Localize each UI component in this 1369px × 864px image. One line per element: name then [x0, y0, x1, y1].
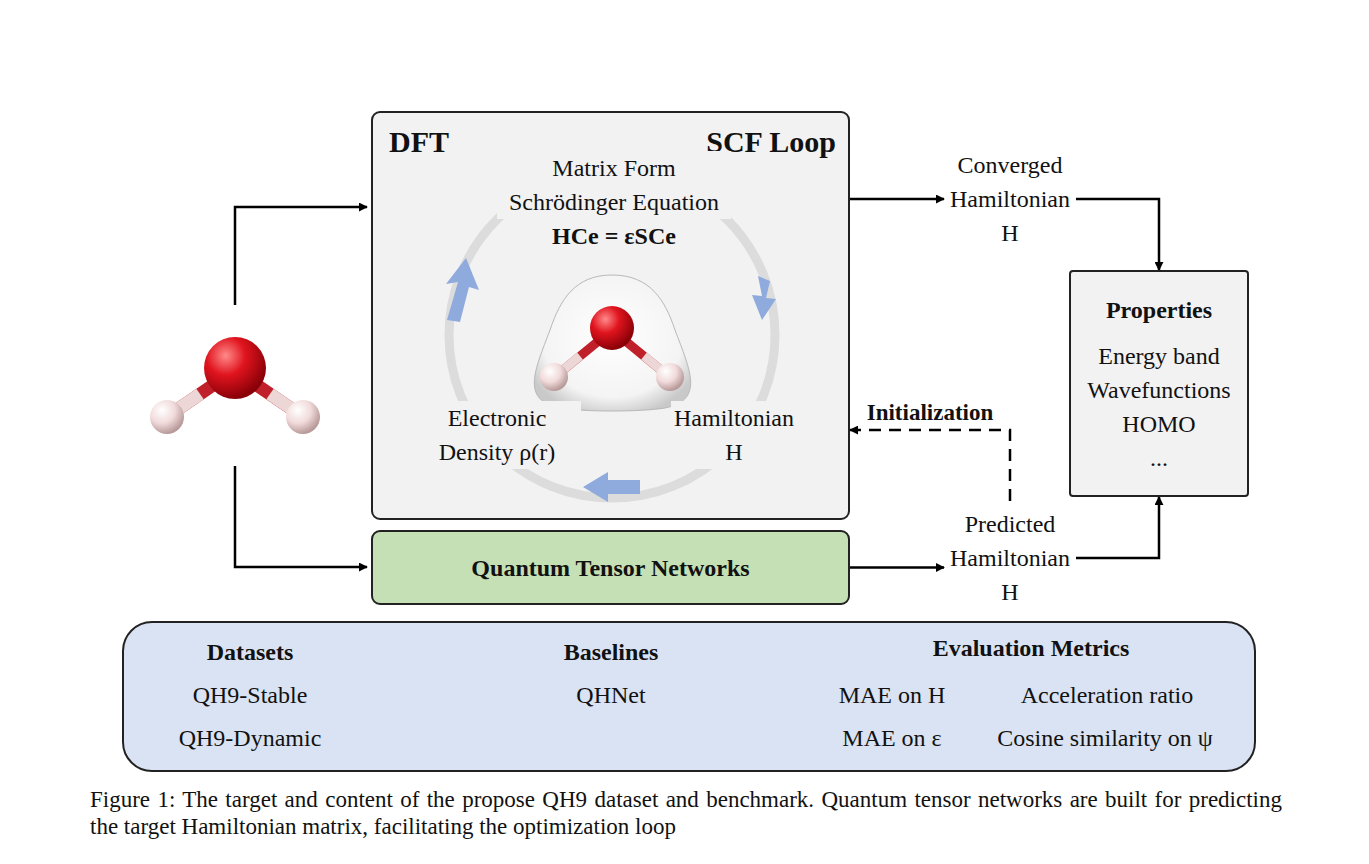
benchmark-band: DatasetsQH9-StableQH9-Dynamic BaselinesQH… — [122, 621, 1256, 772]
property-item: Wavefunctions — [1087, 373, 1230, 407]
model-name: Quantum Tensor Networks — [471, 551, 749, 585]
equation-title: Matrix Form Schrödinger Equation — [497, 151, 731, 219]
input-arrow — [235, 207, 367, 305]
flow-arrow — [1076, 497, 1159, 558]
node-text: Converged Hamiltonian H — [950, 148, 1070, 250]
hydrogen-atom — [540, 363, 568, 391]
metric-name: Cosine similarity on ψ — [997, 721, 1213, 755]
hydrogen-atom — [286, 400, 320, 434]
dashed-arrow — [850, 430, 1010, 501]
oxygen-atom — [590, 306, 634, 350]
box-heading: DFT — [389, 125, 449, 159]
flow-arrow — [850, 566, 944, 569]
dataset-name: QH9-Stable — [193, 678, 308, 712]
density-blob — [534, 275, 690, 411]
column-heading: Datasets — [207, 635, 294, 669]
band-ground — [123, 622, 1255, 771]
model-box: Quantum Tensor Networks — [371, 530, 850, 605]
loop-arrow — [752, 276, 776, 320]
figure-caption: Figure 1: The target and content of the … — [90, 786, 1282, 840]
edge-label: Initialization — [864, 400, 997, 426]
node-text: Predicted Hamiltonian H — [950, 507, 1070, 609]
hydrogen-atom — [150, 400, 184, 434]
metric-name: Acceleration ratio — [1021, 678, 1194, 712]
dft-scf-box: DFTSCF LoopMatrix Form Schrödinger Equat… — [371, 111, 850, 520]
dft-ground — [372, 112, 849, 519]
hamiltonian-label: Predicted Hamiltonian H — [950, 507, 1070, 609]
hydrogen-atom — [656, 363, 684, 391]
cycle-label: Hamiltonian H — [671, 401, 797, 469]
flow-arrow — [1076, 199, 1159, 270]
property-item: ... — [1150, 441, 1168, 475]
metric-name: MAE on H — [839, 678, 946, 712]
properties-box: PropertiesEnergy bandWavefunctionsHOMO..… — [1069, 270, 1249, 497]
loop-arrow — [583, 472, 640, 502]
box-heading: Properties — [1106, 293, 1212, 327]
hamiltonian-label: Converged Hamiltonian H — [950, 148, 1070, 250]
input-arrow — [235, 466, 367, 567]
dataset-name: QH9-Dynamic — [179, 721, 322, 755]
cycle-label: Electronic Density ρ(r) — [413, 401, 581, 469]
oxygen-atom — [204, 337, 266, 399]
column-heading: Baselines — [564, 635, 659, 669]
flow-arrow — [850, 198, 944, 201]
property-item: Energy band — [1098, 339, 1220, 373]
property-item: HOMO — [1122, 407, 1195, 441]
equation: HCe = εSCe — [549, 219, 679, 253]
metric-name: MAE on ε — [842, 721, 941, 755]
loop-arrow — [446, 258, 479, 322]
column-heading: Evaluation Metrics — [933, 631, 1130, 665]
baseline-name: QHNet — [576, 678, 645, 712]
